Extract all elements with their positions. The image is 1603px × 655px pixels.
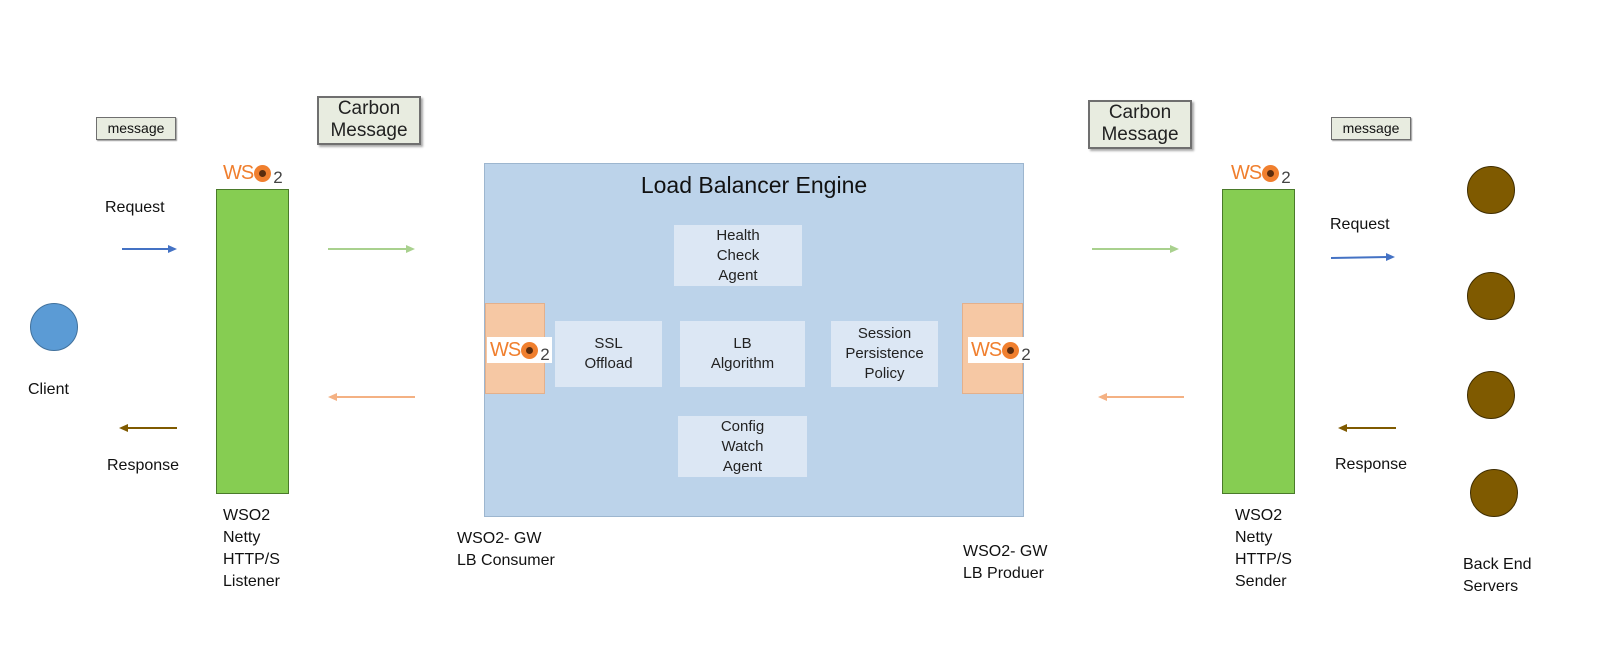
lb-consumer-label: WSO2- GW LB Consumer (457, 530, 555, 569)
session-persistence-policy: Session Persistence Policy (831, 321, 938, 387)
backend-server-3 (1467, 371, 1515, 419)
ssl-offload: SSL Offload (555, 321, 662, 387)
config-watch-agent: Config Watch Agent (678, 416, 807, 477)
lb-producer-label: WSO2- GW LB Produer (963, 543, 1048, 582)
right-forward-arrow (1092, 245, 1179, 253)
right-request-label: Request (1330, 216, 1390, 233)
netty-sender-block (1222, 189, 1295, 494)
left-backward-arrow (328, 393, 415, 401)
right-response-label: Response (1335, 456, 1408, 473)
right-message-box: message (1331, 117, 1411, 140)
client-node (30, 303, 78, 351)
sender-label: WSO2 Netty HTTP/S Sender (1235, 507, 1292, 590)
netty-listener-block (216, 189, 289, 494)
left-request-label: Request (105, 199, 165, 216)
right-backward-arrow (1098, 393, 1184, 401)
left-response-label: Response (107, 457, 180, 474)
left-message-box: message (96, 117, 176, 140)
backend-server-4 (1470, 469, 1518, 517)
backend-server-2 (1467, 272, 1515, 320)
right-request-arrow (1330, 253, 1395, 261)
client-label: Client (28, 381, 69, 398)
health-check-agent: Health Check Agent (674, 225, 802, 286)
right-carbon-message-box: Carbon Message (1088, 100, 1192, 149)
listener-label: WSO2 Netty HTTP/S Listener (223, 507, 280, 590)
lb-algorithm: LB Algorithm (680, 321, 805, 387)
engine-title: Load Balancer Engine (640, 172, 868, 198)
left-carbon-message-box: Carbon Message (317, 96, 421, 145)
backend-server-1 (1467, 166, 1515, 214)
left-response-arrow (119, 424, 177, 432)
left-forward-arrow (328, 245, 415, 253)
backend-servers-label: Back End Servers (1463, 556, 1532, 595)
right-response-arrow (1338, 424, 1396, 432)
left-request-arrow (122, 245, 177, 253)
